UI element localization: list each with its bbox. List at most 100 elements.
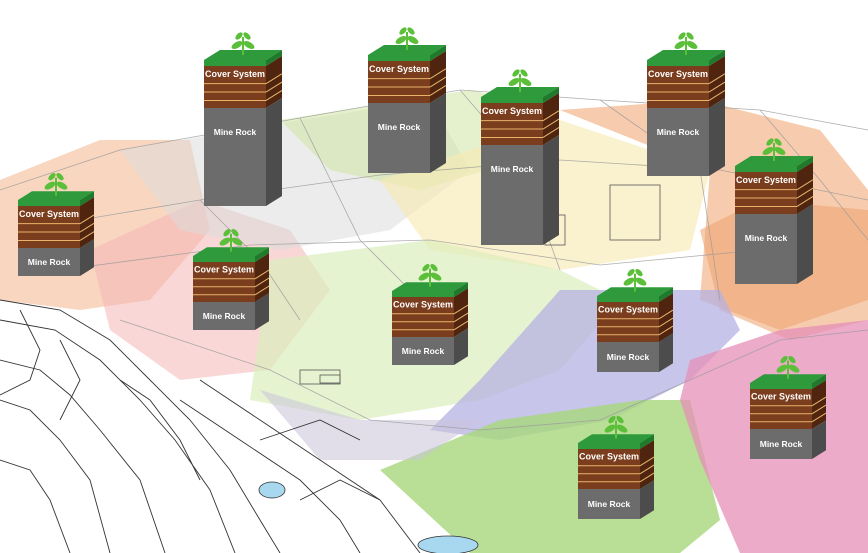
cover-side-face — [640, 440, 654, 489]
rock-side-face — [709, 98, 725, 176]
plant-leaf — [243, 32, 251, 40]
plant-leaf — [407, 27, 415, 35]
plant-leaf — [766, 138, 774, 146]
grass-side-face — [659, 287, 673, 302]
rock-front-face — [750, 429, 812, 459]
rock-front-face — [481, 145, 543, 245]
cover-front-face — [204, 66, 266, 108]
rock-side-face — [255, 293, 269, 330]
mine-rock-label: Mine Rock — [214, 127, 257, 137]
cover-stripe — [658, 317, 674, 328]
cover-stripe — [79, 214, 95, 225]
plant-leaf — [686, 41, 698, 49]
cover-stripe — [429, 68, 447, 80]
cover-stripe — [658, 325, 674, 336]
cover-front-face — [750, 389, 812, 429]
cover-system-label: Cover System — [205, 69, 265, 79]
mine-rock-label: Mine Rock — [378, 122, 421, 132]
plant-leaf — [430, 272, 442, 281]
cover-system-label: Cover System — [482, 106, 542, 116]
zone-mauve — [260, 390, 480, 460]
grass-front-face — [204, 60, 266, 66]
mine-rock-label: Mine Rock — [588, 499, 631, 509]
plant-leaf — [512, 69, 520, 77]
cover-stripe — [453, 320, 469, 331]
rock-front-face — [597, 342, 659, 372]
plant-leaf — [48, 172, 56, 181]
plant-leaf — [635, 268, 643, 277]
cover-stripe — [453, 312, 469, 323]
plant-leaf — [674, 41, 686, 49]
cover-system-label: Cover System — [648, 69, 708, 79]
cover-front-face — [647, 66, 709, 108]
mine-rock-label: Mine Rock — [203, 311, 246, 321]
cover-stripe — [254, 277, 270, 288]
road-network — [0, 299, 421, 553]
cover-stripe — [708, 73, 726, 85]
cover-stripe — [708, 81, 726, 93]
pond-1 — [258, 481, 286, 499]
plant-leaf — [56, 181, 68, 190]
mine-rock-label: Mine Rock — [760, 439, 803, 449]
cover-system-label: Cover System — [598, 304, 658, 314]
cover-system-label: Cover System — [751, 391, 811, 401]
plant-leaf — [407, 36, 419, 44]
plant-leaf — [508, 78, 520, 86]
grass-front-face — [578, 443, 640, 449]
plant-leaf — [422, 263, 430, 272]
cover-stripe — [265, 81, 283, 93]
plant-leaf — [627, 268, 635, 277]
cover-stripe — [639, 472, 655, 483]
cover-side-face — [266, 56, 282, 108]
mine-rock-label: Mine Rock — [491, 164, 534, 174]
mine-rock-label: Mine Rock — [607, 352, 650, 362]
cover-front-face — [597, 302, 659, 342]
cover-stripe — [658, 309, 674, 320]
cover-stripe — [429, 76, 447, 88]
rock-front-face — [392, 337, 454, 365]
cover-stripe — [453, 304, 469, 315]
mine-rock-label: Mine Rock — [402, 346, 445, 356]
rock-side-face — [454, 328, 468, 365]
cover-stripe — [811, 412, 827, 423]
cover-stripe — [79, 222, 95, 233]
grass-front-face — [392, 291, 454, 297]
cover-side-face — [797, 162, 813, 214]
cover-stripe — [254, 285, 270, 296]
cover-stripe — [429, 85, 447, 96]
grass-front-face — [735, 166, 797, 172]
plant-leaf — [780, 355, 788, 364]
cover-stripe — [708, 90, 726, 101]
cover-stripe — [639, 456, 655, 467]
mine-rock-label: Mine Rock — [657, 127, 700, 137]
grass-side-face — [430, 45, 446, 61]
plant-leaf — [616, 415, 624, 424]
grass-side-face — [640, 434, 654, 449]
cover-stripe — [639, 464, 655, 475]
rock-side-face — [543, 135, 559, 245]
plant-leaf — [774, 147, 786, 155]
grass-front-face — [481, 97, 543, 103]
grass-side-face — [812, 374, 826, 389]
grass-front-face — [750, 383, 812, 389]
cover-stripe — [542, 118, 560, 130]
rock-front-face — [578, 489, 640, 519]
plant-leaf — [430, 263, 438, 272]
rock-front-face — [735, 214, 797, 284]
plant-leaf — [635, 277, 647, 286]
cover-side-face — [812, 380, 826, 429]
plant-leaf — [223, 228, 231, 237]
cover-side-face — [543, 93, 559, 145]
plant-leaf — [616, 424, 628, 433]
plant-leaf — [418, 272, 430, 281]
plant-leaf — [686, 32, 694, 40]
cover-stripe — [796, 179, 814, 191]
rock-side-face — [812, 420, 826, 459]
rock-side-face — [266, 98, 282, 206]
